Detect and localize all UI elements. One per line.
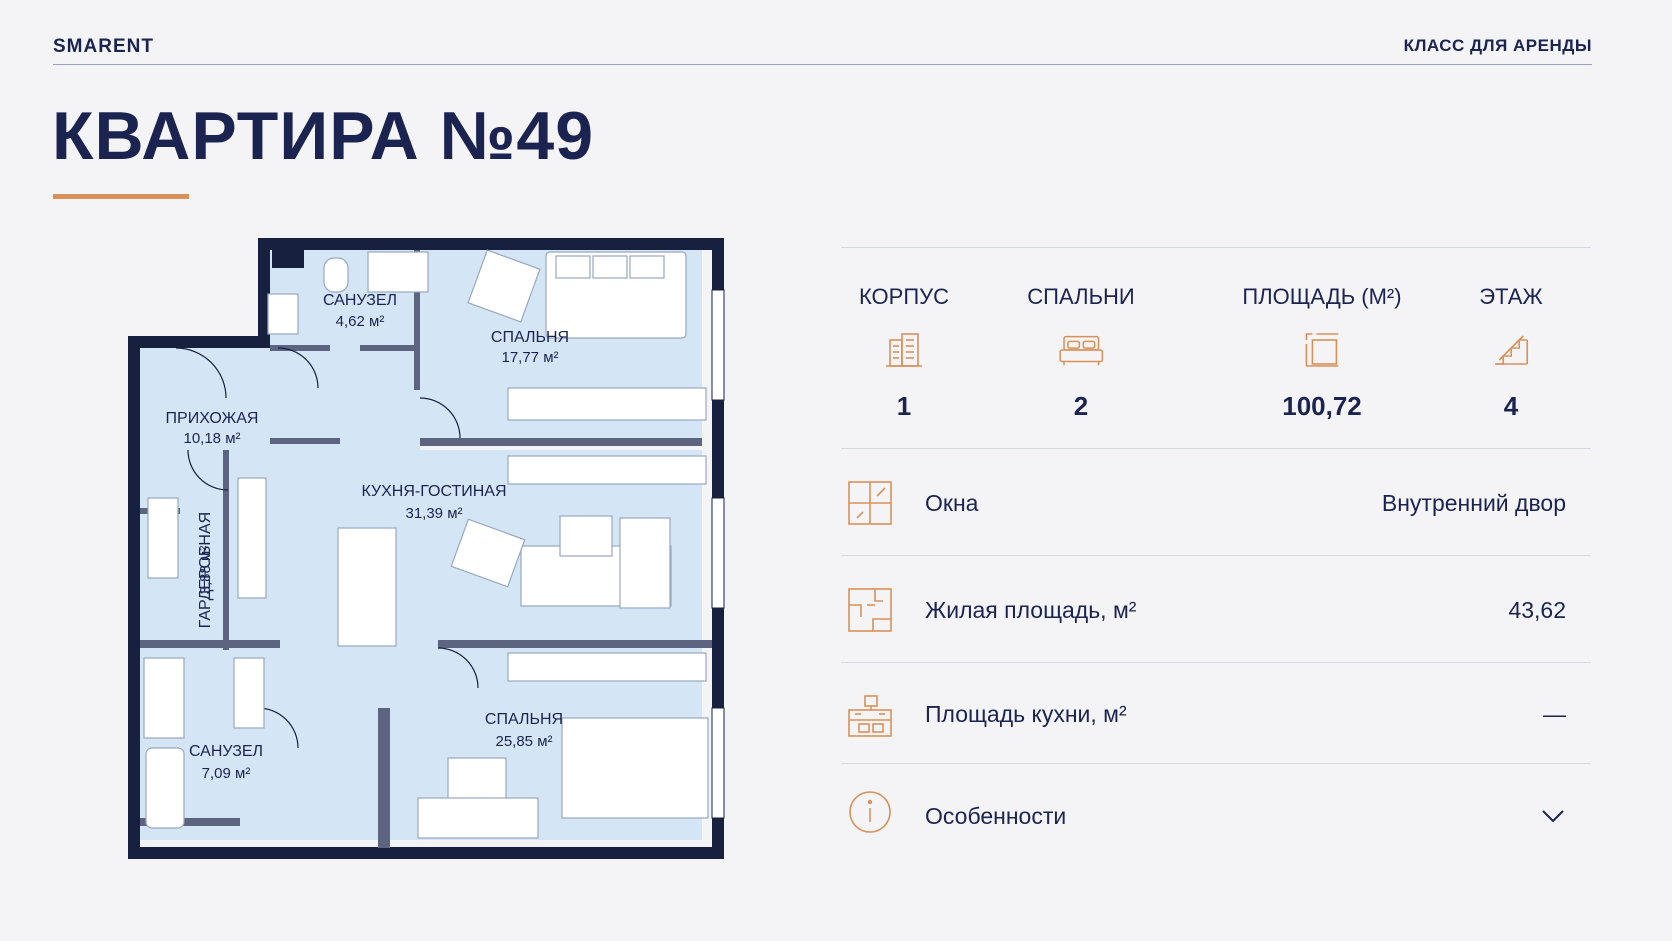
page-title: КВАРТИРА №49 <box>52 98 595 174</box>
plan-windows <box>711 289 725 819</box>
plan-walls <box>128 238 724 859</box>
room-area: 7,09 м² <box>202 765 251 782</box>
plan-doors <box>175 347 479 749</box>
stat-value: 2 <box>1073 391 1089 421</box>
detail-label: Площадь кухни, м² <box>925 701 1127 727</box>
detail-label: Особенности <box>925 803 1067 829</box>
room-label: СПАЛЬНЯ <box>485 711 563 728</box>
title-accent-bar <box>53 194 189 199</box>
room-area: 3,88 м² <box>197 546 214 595</box>
detail-value: 43,62 <box>1508 597 1566 623</box>
room-label: СПАЛЬНЯ <box>491 329 569 346</box>
area-icon <box>1305 333 1338 367</box>
detail-row-windows: Окна Внутренний двор <box>841 454 1591 554</box>
stat-area: ПЛОЩАДЬ (М²) 100,72 <box>1242 284 1401 422</box>
room-label: САНУЗЕЛ <box>323 292 397 309</box>
room-label: САНУЗЕЛ <box>189 743 263 760</box>
room-area: 25,85 м² <box>495 733 552 750</box>
plan-furniture <box>143 249 709 839</box>
stat-label: ПЛОЩАДЬ (М²) <box>1242 284 1402 309</box>
room-area: 4,62 м² <box>336 313 385 330</box>
panel-divider <box>841 555 1591 556</box>
stat-label: СПАЛЬНИ <box>1027 284 1135 309</box>
detail-label: Жилая площадь, м² <box>925 597 1137 623</box>
panel-divider <box>841 763 1591 764</box>
rent-class-label: КЛАСС ДЛЯ АРЕНДЫ <box>1403 36 1592 55</box>
window-icon <box>848 481 892 525</box>
room-label: ГАРДЕРОБНАЯ <box>197 512 214 628</box>
stat-value: 1 <box>896 391 912 421</box>
room-label: ПРИХОЖАЯ <box>166 410 259 427</box>
stat-value: 4 <box>1503 391 1519 421</box>
brand-logo[interactable]: SMARENT <box>53 36 154 57</box>
plan-room-labels: САНУЗЕЛ 4,62 м² СПАЛЬНЯ 17,77 м² ПРИХОЖА… <box>166 292 570 782</box>
stairs-icon <box>1494 335 1528 365</box>
stat-label: ЭТАЖ <box>1479 284 1543 309</box>
stat-label: КОРПУС <box>858 284 950 309</box>
stat-building: КОРПУС 1 <box>859 284 949 422</box>
building-icon <box>886 333 922 367</box>
detail-label: Окна <box>925 490 979 516</box>
panel-divider <box>841 662 1591 663</box>
stat-bedrooms: СПАЛЬНИ 2 <box>1027 284 1134 422</box>
detail-row-living-area: Жилая площадь, м² 43,62 <box>841 560 1591 660</box>
room-area: 10,18 м² <box>183 430 240 447</box>
room-area: 31,39 м² <box>405 505 462 522</box>
header-divider <box>53 64 1592 65</box>
panel-top-divider <box>841 247 1591 248</box>
detail-value: Внутренний двор <box>1381 490 1566 516</box>
detail-value: — <box>1543 701 1566 727</box>
floor-plan: САНУЗЕЛ 4,62 м² СПАЛЬНЯ 17,77 м² ПРИХОЖА… <box>128 238 725 859</box>
room-area: 17,77 м² <box>501 349 558 366</box>
chevron-down-icon[interactable] <box>1540 808 1566 824</box>
stat-floor: ЭТАЖ 4 <box>1479 284 1543 422</box>
floorplan-icon <box>848 588 892 632</box>
stat-value: 100,72 <box>1282 391 1362 421</box>
kitchen-icon <box>848 695 892 737</box>
info-icon <box>849 791 891 833</box>
panel-divider <box>841 448 1591 449</box>
room-label: КУХНЯ-ГОСТИНАЯ <box>361 483 506 500</box>
bed-icon <box>1059 335 1103 366</box>
detail-row-features[interactable]: Особенности <box>841 764 1591 864</box>
detail-row-kitchen-area: Площадь кухни, м² — <box>841 664 1591 764</box>
